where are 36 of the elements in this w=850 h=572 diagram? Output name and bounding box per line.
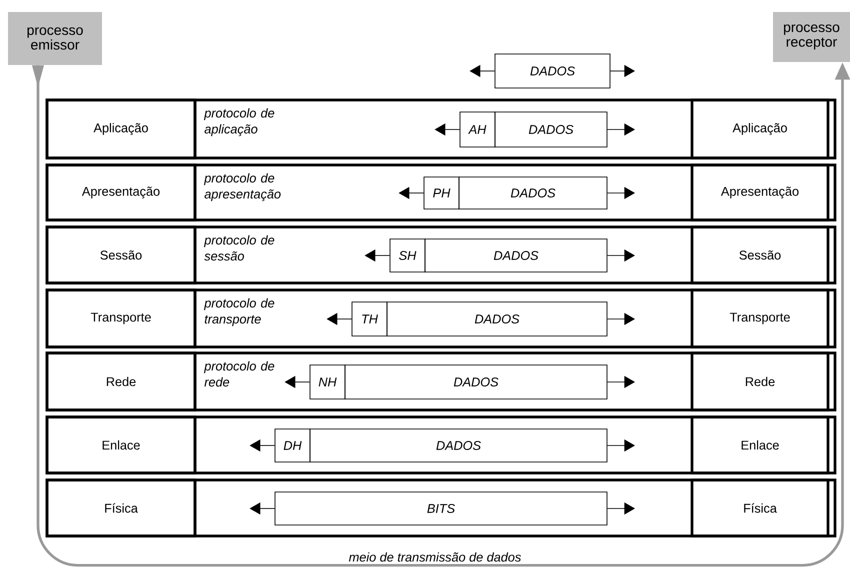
layer-box: Apresentação (690, 164, 830, 222)
layer-box: Transporte (46, 288, 196, 348)
header-box: SH (390, 238, 426, 272)
data-box: DADOS (386, 302, 608, 336)
data-box: DADOS (310, 428, 608, 462)
protocol-label: protocolo de sessão (204, 235, 274, 261)
data-box: DADOS (458, 176, 608, 210)
layer-box: Sessão (690, 226, 830, 284)
layer-box: Rede (690, 352, 830, 412)
process-label-box: processo receptor (773, 12, 850, 62)
header-box: TH (352, 302, 388, 336)
data-box: DADOS (424, 238, 608, 272)
data-box: DADOS (494, 54, 610, 88)
layer-box: Enlace (46, 416, 196, 474)
layer-box: Transporte (690, 288, 830, 348)
layer-box: Apresentação (46, 164, 196, 222)
header-box: NH (310, 364, 346, 400)
layer-box: Enlace (690, 416, 830, 474)
layer-box: Rede (46, 352, 196, 412)
data-box: BITS (274, 492, 608, 526)
layer-box: Física (46, 478, 196, 538)
protocol-label: protocolo de aplicação (204, 108, 274, 136)
header-box: AH (460, 112, 496, 148)
layer-box: Aplicação (46, 98, 196, 160)
protocol-label: protocolo de apresentação (204, 173, 281, 202)
header-box: DH (274, 428, 310, 462)
protocol-label: protocolo de rede (204, 361, 274, 387)
data-box: DADOS (494, 112, 608, 148)
protocol-label: protocolo de transporte (204, 298, 274, 326)
layer-box: Aplicação (690, 98, 830, 160)
process-label-box: processo emissor (8, 12, 102, 65)
data-box: DADOS (344, 364, 608, 400)
layer-box: Sessão (46, 226, 196, 284)
layer-box: Física (690, 478, 830, 538)
edge-label: meio de transmissão de dados (347, 551, 523, 563)
header-box: PH (424, 176, 460, 210)
